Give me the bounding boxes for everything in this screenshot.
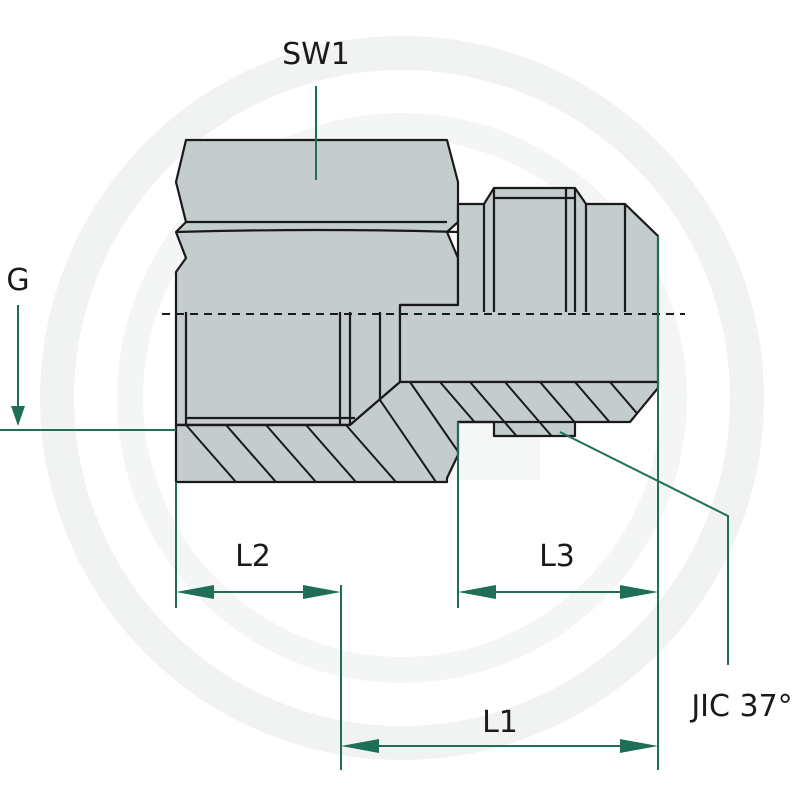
sw1-callout: SW1: [282, 37, 350, 180]
internal-thread: [186, 312, 382, 425]
l1-label: L1: [482, 705, 518, 740]
dimension-l2: L2: [176, 539, 341, 599]
jic-male-end: [398, 186, 660, 384]
extension-lines: [175, 236, 659, 770]
sw1-label: SW1: [282, 37, 350, 72]
hex-nut: [174, 138, 460, 427]
jic-label: JIC 37°: [689, 689, 792, 724]
g-callout: G: [0, 263, 176, 431]
g-label: G: [6, 263, 29, 298]
dimension-l1: L1: [341, 705, 658, 753]
l3-label: L3: [539, 539, 575, 574]
dimension-l3: L3: [458, 539, 658, 599]
l2-label: L2: [235, 539, 271, 574]
jic-callout: JIC 37°: [559, 431, 793, 724]
